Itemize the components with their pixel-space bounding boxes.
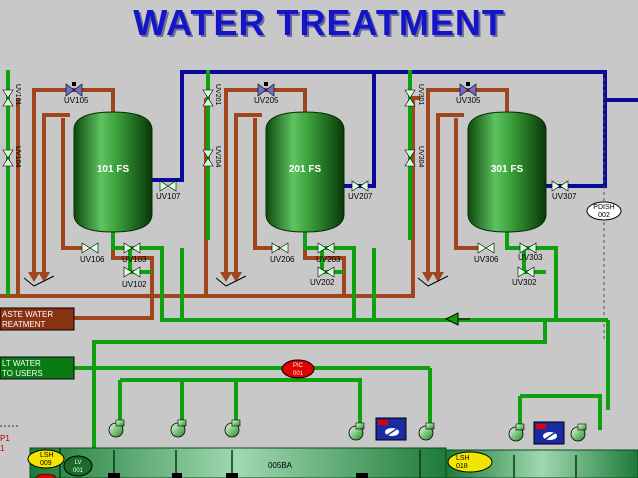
valve-uv207[interactable]: UV207: [348, 180, 373, 201]
valve-uv204[interactable]: UV204: [202, 146, 221, 168]
valve-uv106[interactable]: UV106: [80, 242, 105, 264]
red-indicator-partial[interactable]: [35, 473, 57, 478]
dosing-unit-icon-2[interactable]: [533, 421, 565, 445]
valve-uv202-label: UV202: [310, 278, 335, 287]
valve-uv103-label: UV103: [122, 255, 147, 264]
dosing-unit-icon-1[interactable]: [375, 417, 407, 441]
filt-box-line2: TO USERS: [2, 369, 43, 378]
valve-uv203[interactable]: UV203: [316, 242, 341, 264]
valve-uv104-label: UV104: [14, 146, 21, 168]
valve-uv302-label: UV302: [512, 278, 537, 287]
valve-uv206[interactable]: UV206: [270, 242, 295, 264]
valve-uv306[interactable]: UV306: [474, 242, 499, 264]
pump-6[interactable]: [508, 423, 525, 442]
valve-uv207-label: UV207: [348, 192, 373, 201]
valve-uv303-label: UV303: [518, 253, 543, 262]
valve-uv201-label: UV201: [214, 84, 221, 106]
waste-box-line1: ASTE WATER: [2, 310, 53, 319]
valve-uv206-label: UV206: [270, 255, 295, 264]
valve-uv305[interactable]: UV305: [456, 82, 481, 105]
lv001-line2: 001: [73, 468, 84, 474]
tank-101fs-label: 101 FS: [97, 164, 130, 175]
waste-water-treatment-box[interactable]: ASTE WATER REATMENT: [0, 307, 75, 331]
basin-black-markers: [108, 473, 368, 478]
pdish-line1: PDISH: [593, 204, 614, 211]
flow-arrow: [444, 312, 459, 326]
lsh-009-indicator[interactable]: LSH 009: [27, 449, 65, 469]
valve-uv304[interactable]: UV304: [404, 146, 424, 168]
pdish-002-indicator[interactable]: PDISH 002: [586, 201, 622, 221]
filt-box-line1: LT WATER: [2, 359, 41, 368]
tank-201fs[interactable]: 201 FS: [265, 111, 345, 233]
valve-uv104[interactable]: UV104: [2, 146, 21, 168]
tank-301fs[interactable]: 301 FS: [467, 111, 547, 233]
pump-3[interactable]: [224, 419, 241, 438]
lsh009-line2: 009: [40, 460, 52, 467]
valve-uv101[interactable]: UV101: [2, 84, 21, 107]
valve-uv301[interactable]: UV301: [404, 84, 424, 107]
pic-001-indicator[interactable]: PIC 001: [281, 359, 315, 379]
lsh018-line2: 018: [456, 463, 468, 470]
brown-pipe-network: [0, 88, 509, 320]
valve-uv107-label: UV107: [156, 192, 181, 201]
left-edge-label-2: 1: [0, 444, 5, 453]
valve-uv302[interactable]: UV302: [512, 266, 537, 287]
valve-uv105[interactable]: UV105: [64, 82, 89, 105]
valve-uv102[interactable]: UV102: [122, 266, 147, 289]
lv001-line1: LV: [75, 460, 82, 466]
filtered-water-to-users-box[interactable]: LT WATER TO USERS: [0, 356, 75, 380]
valve-uv203-label: UV203: [316, 255, 341, 264]
valve-uv301-label: UV301: [417, 84, 424, 106]
valve-uv202[interactable]: UV202: [310, 266, 335, 287]
green-pipe-network: [6, 70, 610, 478]
pump-5[interactable]: [418, 422, 435, 441]
valve-uv201[interactable]: UV201: [202, 84, 221, 107]
page-title: WATER TREATMENT: [133, 2, 505, 43]
lsh018-line1: LSH: [456, 455, 470, 462]
valve-uv306-label: UV306: [474, 255, 499, 264]
valve-uv107[interactable]: UV107: [156, 180, 181, 201]
drain-arrows: [28, 272, 444, 282]
valve-uv101-label: UV101: [14, 84, 21, 106]
valve-uv303[interactable]: UV303: [518, 242, 543, 262]
pump-7[interactable]: [570, 423, 587, 442]
valve-uv205-label: UV205: [254, 96, 279, 105]
pic-line1: PIC: [293, 363, 304, 369]
valve-uv307-label: UV307: [552, 192, 577, 201]
valve-uv305-label: UV305: [456, 96, 481, 105]
lsh-018-indicator[interactable]: LSH 018: [447, 451, 493, 473]
valve-uv205[interactable]: UV205: [254, 82, 279, 105]
pump-4[interactable]: [348, 422, 365, 441]
valve-uv103[interactable]: UV103: [122, 242, 147, 264]
pump-1[interactable]: [108, 419, 125, 438]
pdish-line2: 002: [598, 212, 610, 219]
drain-funnels: [23, 275, 449, 287]
lv-001-indicator[interactable]: LV 001: [63, 455, 93, 477]
valve-uv304-label: UV304: [417, 146, 424, 168]
valve-uv307[interactable]: UV307: [551, 180, 577, 201]
valve-uv105-label: UV105: [64, 96, 89, 105]
valve-uv106-label: UV106: [80, 255, 105, 264]
tank-101fs[interactable]: 101 FS: [73, 111, 153, 233]
lsh009-line1: LSH: [40, 452, 54, 459]
tank-301fs-label: 301 FS: [491, 164, 524, 175]
basin-label: 005BA: [268, 461, 293, 470]
pump-2[interactable]: [170, 419, 187, 438]
pic-line2: 001: [293, 371, 304, 377]
valve-uv102-label: UV102: [122, 280, 147, 289]
tank-201fs-label: 201 FS: [289, 164, 322, 175]
left-edge-label-1: P1: [0, 434, 10, 443]
valve-uv204-label: UV204: [214, 146, 221, 168]
waste-box-line2: REATMENT: [2, 320, 46, 329]
